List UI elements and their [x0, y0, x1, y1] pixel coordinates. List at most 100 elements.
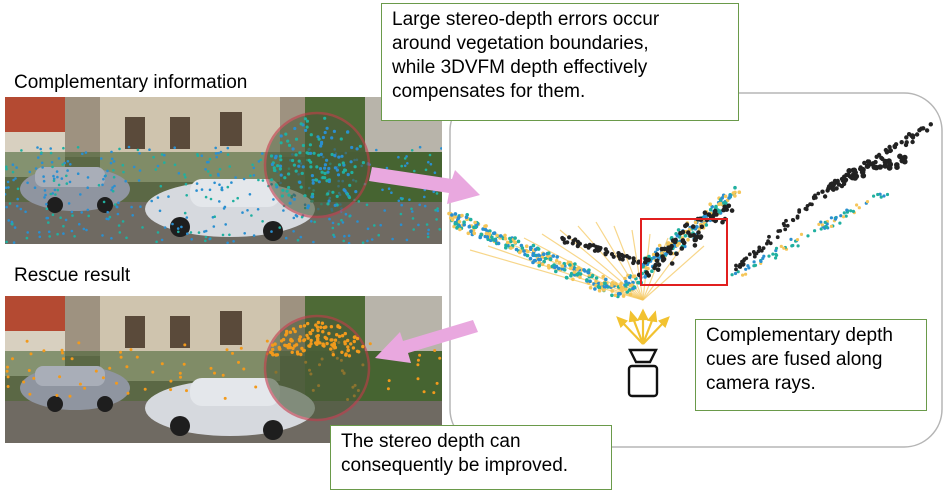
depth-point — [185, 194, 188, 197]
cloud-point — [568, 263, 572, 267]
cloud-point — [469, 229, 473, 233]
depth-point — [280, 194, 284, 198]
error-point — [873, 159, 878, 165]
depth-point — [320, 170, 324, 174]
cloud-point — [747, 266, 751, 270]
depth-point — [63, 161, 66, 165]
depth-point — [5, 186, 8, 189]
depth-point — [241, 211, 244, 214]
depth-point — [111, 189, 115, 193]
error-point — [669, 261, 675, 266]
rescued-point — [143, 387, 147, 391]
depth-point — [297, 164, 301, 168]
rescued-point — [283, 343, 287, 347]
error-point — [636, 260, 641, 265]
depth-point — [432, 190, 436, 194]
error-point — [684, 222, 690, 227]
error-point — [782, 223, 787, 228]
depth-point — [272, 166, 276, 170]
rescued-point — [337, 334, 342, 339]
error-point — [853, 173, 860, 180]
cloud-point — [491, 238, 496, 242]
depth-point — [189, 231, 193, 234]
cloud-point — [554, 269, 558, 274]
error-point — [909, 133, 914, 139]
cloud-point — [536, 247, 541, 251]
depth-point — [116, 212, 120, 216]
depth-point — [207, 160, 210, 164]
depth-point — [365, 203, 369, 207]
depth-point — [66, 160, 70, 163]
rescued-point — [323, 335, 327, 340]
cloud-point — [865, 200, 870, 204]
depth-point — [7, 186, 10, 189]
cloud-point — [704, 223, 709, 227]
depth-point — [278, 226, 282, 229]
cloud-point — [683, 234, 688, 238]
depth-point — [311, 178, 315, 182]
cloud-point — [799, 232, 804, 236]
error-point — [672, 239, 678, 245]
depth-point — [110, 157, 114, 161]
rescued-point — [302, 338, 306, 343]
cloud-point — [727, 196, 731, 200]
depth-point — [15, 166, 18, 169]
depth-point — [287, 185, 291, 190]
cloud-point — [557, 260, 562, 265]
depth-point — [214, 146, 217, 150]
depth-point — [438, 228, 442, 231]
depth-point — [47, 230, 51, 234]
rescued-point — [293, 344, 297, 348]
cloud-point — [513, 236, 517, 240]
rescued-point — [346, 345, 350, 349]
rescued-point — [355, 336, 360, 341]
rescued-point — [271, 347, 275, 352]
rescued-point — [329, 325, 334, 329]
depth-point — [346, 173, 350, 177]
depth-point — [332, 233, 335, 237]
cloud-point — [495, 233, 499, 238]
depth-point — [330, 136, 334, 140]
cloud-point — [455, 226, 459, 230]
depth-point — [204, 195, 208, 199]
rescued-point — [237, 360, 240, 364]
cloud-point — [795, 238, 800, 242]
cloud-point — [596, 284, 601, 289]
depth-point — [333, 154, 337, 158]
depth-point — [121, 220, 125, 223]
depth-point — [46, 216, 50, 220]
cloud-point — [575, 267, 580, 272]
rescued-point — [316, 320, 321, 325]
cloud-point — [849, 209, 853, 213]
depth-point — [273, 168, 277, 173]
cloud-point — [532, 259, 536, 263]
depth-point — [287, 143, 292, 147]
depth-point — [212, 225, 216, 228]
cloud-point — [879, 195, 883, 199]
depth-point — [373, 224, 376, 227]
rescued-point — [225, 348, 229, 352]
cloud-point — [621, 294, 626, 298]
cloud-point — [573, 262, 577, 266]
depth-point — [226, 185, 230, 189]
cloud-point — [790, 244, 794, 248]
rescued-point — [333, 338, 338, 342]
cloud-point — [569, 271, 574, 276]
cloud-point — [594, 279, 598, 284]
rescued-point — [119, 350, 122, 354]
depth-point — [433, 171, 437, 174]
cloud-point — [537, 257, 541, 262]
depth-point — [435, 218, 438, 221]
error-point — [729, 208, 735, 213]
cloud-point — [467, 224, 472, 229]
depth-point — [137, 179, 141, 182]
rescued-point — [284, 333, 288, 337]
cloud-point — [453, 212, 458, 216]
depth-point — [417, 223, 420, 227]
cloud-point — [536, 253, 541, 257]
cloud-point — [631, 286, 635, 291]
depth-point — [208, 188, 212, 192]
error-point — [696, 230, 701, 235]
depth-point — [45, 202, 48, 206]
depth-point — [300, 171, 304, 175]
